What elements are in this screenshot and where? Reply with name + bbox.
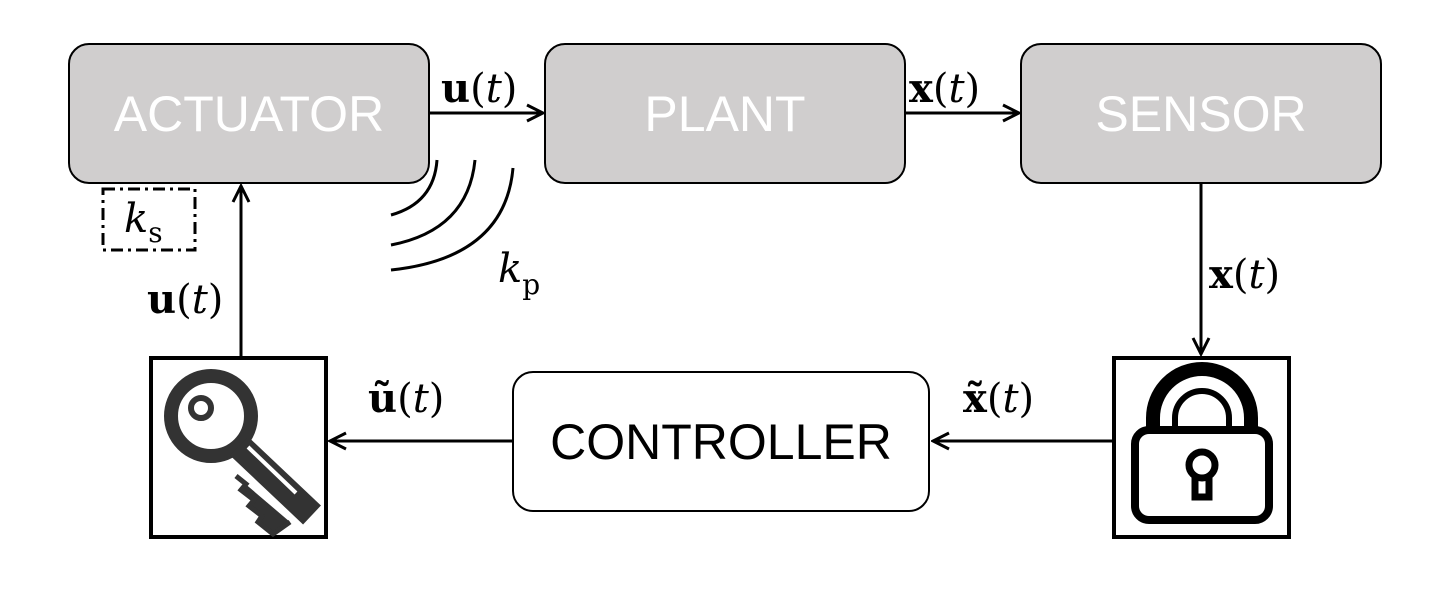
signal-u-t-label: u(t) — [441, 65, 517, 112]
kp-label: kp — [498, 246, 540, 301]
secret-key-ks: ks — [101, 187, 197, 252]
key-icon — [164, 369, 321, 538]
controller-label: CONTROLLER — [550, 414, 892, 470]
plant-label: PLANT — [644, 86, 805, 142]
decryption-key-box — [149, 356, 328, 539]
signal-u-tilde-label: ũ(t) — [368, 375, 444, 422]
signal-x-t-label: x(t) — [909, 65, 980, 112]
ks-label: ks — [124, 196, 163, 249]
signal-u-t-actuator-input-label: u(t) — [147, 276, 223, 323]
signal-x-t-sensor-output-label: x(t) — [1209, 251, 1280, 298]
wireless-emission-icon — [390, 159, 515, 272]
padlock-icon — [1131, 362, 1273, 524]
actuator-label: ACTUATOR — [114, 86, 384, 142]
signal-x-tilde-label: x̃(t) — [963, 375, 1034, 422]
sensor-block: SENSOR — [1020, 43, 1382, 184]
plant-block: PLANT — [544, 43, 906, 184]
controller-block: CONTROLLER — [512, 371, 930, 512]
encryption-lock-box — [1112, 356, 1291, 539]
actuator-block: ACTUATOR — [68, 43, 430, 184]
sensor-label: SENSOR — [1095, 86, 1306, 142]
